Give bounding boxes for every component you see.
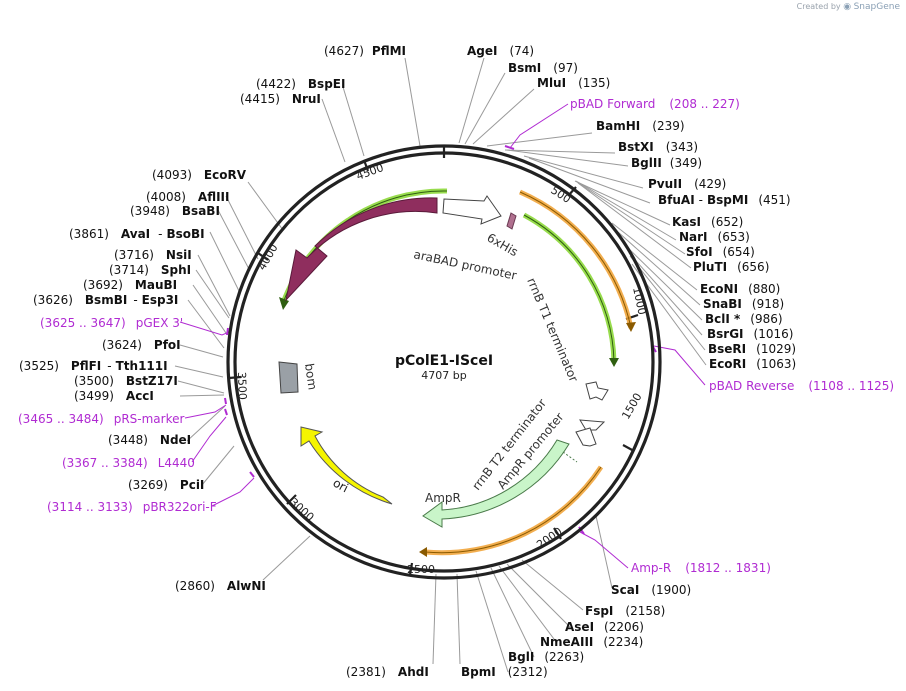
feature-araBAD-promoter (442, 195, 502, 225)
enzyme-AlwNI: (2860)AlwNI (175, 579, 266, 593)
enzyme-PflFI-Tth111I: (3525)PflFI-Tth111I (19, 359, 168, 373)
snapgene-logo-icon: ◉ (843, 2, 852, 12)
plasmid-name: pColE1-ISceI (395, 353, 493, 369)
green-arc-2-line (523, 214, 615, 363)
primer-L4440: (3367 .. 3384)L4440 (62, 456, 195, 470)
enzyme-FspI: FspI(2158) (585, 604, 665, 618)
feature-ori (300, 426, 393, 505)
enzyme-KasI: KasI(652) (672, 215, 743, 229)
green-arrowhead-1 (279, 297, 289, 310)
enzyme-PciI: (3269)PciI (128, 478, 204, 492)
enzyme-EcoNI: EcoNI(880) (700, 282, 780, 296)
tick-3000: 3000 (287, 496, 317, 524)
feature-rrnB-T2 (579, 419, 606, 431)
feature-AmpR-promoter (575, 427, 597, 447)
primer-Amp-R: Amp-R(1812 .. 1831) (631, 561, 771, 575)
enzyme-ScaI: ScaI(1900) (611, 583, 691, 597)
orange-arc-1-line (519, 191, 632, 329)
enzyme-BsmBI-Esp3I: (3626)BsmBI-Esp3I (33, 293, 178, 307)
enzyme-AflIII: (4008)AflIII (146, 190, 229, 204)
enzyme-BglII: BglII(349) (631, 156, 702, 170)
enzyme-BglI: BglI(2263) (508, 650, 584, 664)
enzyme-BseRI: BseRI(1029) (708, 342, 796, 356)
primer-leader-lines (179, 103, 706, 569)
tick-3500: 3500 (235, 372, 249, 400)
enzyme-AccI: (3499)AccI (74, 389, 154, 403)
enzyme-BfuAI-BspMI: BfuAI-BspMI(451) (658, 193, 791, 207)
primer-pBR322ori-F: (3114 .. 3133)pBR322ori-F (47, 500, 217, 514)
enzyme-MluI: MluI(135) (537, 76, 610, 90)
enzyme-SfoI: SfoI(654) (686, 245, 755, 259)
enzyme-NruI: (4415)NruI (240, 92, 321, 106)
enzyme-BclI: BclI *(986) (705, 312, 783, 326)
orange-arrowhead-2 (419, 547, 427, 557)
enzyme-PluTI: PluTI(656) (693, 260, 769, 274)
plasmid-length: 4707 bp (421, 369, 466, 382)
tick-2500: 2500 (407, 563, 435, 576)
enzyme-leader-lines (174, 57, 707, 673)
snapgene-credit: Created by ◉ SnapGene (797, 2, 900, 12)
enzyme-AseI: AseI(2206) (565, 620, 644, 634)
credit-brand: SnapGene (853, 2, 900, 12)
enzyme-BstXI: BstXI(343) (618, 140, 698, 154)
enzyme-PvuII: PvuII(429) (648, 177, 726, 191)
tick-1000: 1000 (630, 286, 649, 316)
feature-6xHis (506, 212, 517, 230)
enzyme-BpmI: BpmI(2312) (461, 665, 548, 679)
label-rrnB-T1-terminator: rrnB T1 terminator (524, 276, 581, 384)
enzyme-EcoRI: EcoRI(1063) (709, 357, 796, 371)
feature-bom (278, 361, 299, 394)
feature-AmpR (422, 439, 570, 528)
primer-pBAD-Reverse: pBAD Reverse(1108 .. 1125) (709, 379, 894, 393)
enzyme-BsmI: BsmI(97) (508, 61, 578, 75)
enzyme-SnaBI: SnaBI(918) (703, 297, 784, 311)
ampr-dotted-mark (562, 451, 578, 463)
primer-pGEX-3: (3625 .. 3647)pGEX 3' (40, 316, 183, 330)
enzyme-NsiI: (3716)NsiI (114, 248, 192, 262)
label-ori: ori (330, 476, 350, 496)
label-AmpR: AmpR (425, 491, 461, 505)
enzyme-NmeAIII: NmeAIII(2234) (540, 635, 643, 649)
enzyme-EcoRV: (4093)EcoRV (152, 168, 247, 182)
tick-marks (228, 146, 639, 576)
enzyme-BspEI: (4422)BspEI (256, 77, 345, 91)
tick-1500: 1500 (619, 391, 644, 422)
enzyme-BamHI: BamHI(239) (596, 119, 685, 133)
enzyme-AhdI: (2381)AhdI (346, 665, 429, 679)
primer-pBAD-Forward: pBAD Forward(208 .. 227) (570, 97, 740, 111)
enzyme-BsrGI: BsrGI(1016) (707, 327, 793, 341)
enzyme-AgeI: AgeI(74) (467, 44, 534, 58)
feature-araC (285, 197, 438, 302)
enzyme-NarI: NarI(653) (679, 230, 750, 244)
enzyme-NdeI: (3448)NdeI (108, 433, 191, 447)
enzyme-SphI: (3714)SphI (109, 263, 191, 277)
feature-rrnB-T1 (585, 381, 609, 401)
tick-4000: 4000 (255, 242, 280, 273)
orange-arc-2-line (424, 466, 602, 554)
enzyme-BsaBI: (3948)BsaBI (130, 204, 220, 218)
green-arrowhead-2 (609, 358, 619, 367)
label-bom: bom (302, 362, 320, 390)
credit-prefix: Created by (796, 2, 841, 11)
enzyme-AvaI-BsoBI: (3861)AvaI-BsoBI (69, 227, 205, 241)
orange-arrowhead-1 (626, 322, 636, 332)
enzyme-MauBI: (3692)MauBI (83, 278, 177, 292)
label-6xHis: 6xHis (485, 230, 521, 259)
enzyme-PflMI: (4627)PflMI (324, 44, 406, 58)
enzyme-BstZ17I: (3500)BstZ17I (74, 374, 178, 388)
enzyme-PfoI: (3624)PfoI (102, 338, 181, 352)
primer-pRS-marker: (3465 .. 3484)pRS-marker (18, 412, 184, 426)
